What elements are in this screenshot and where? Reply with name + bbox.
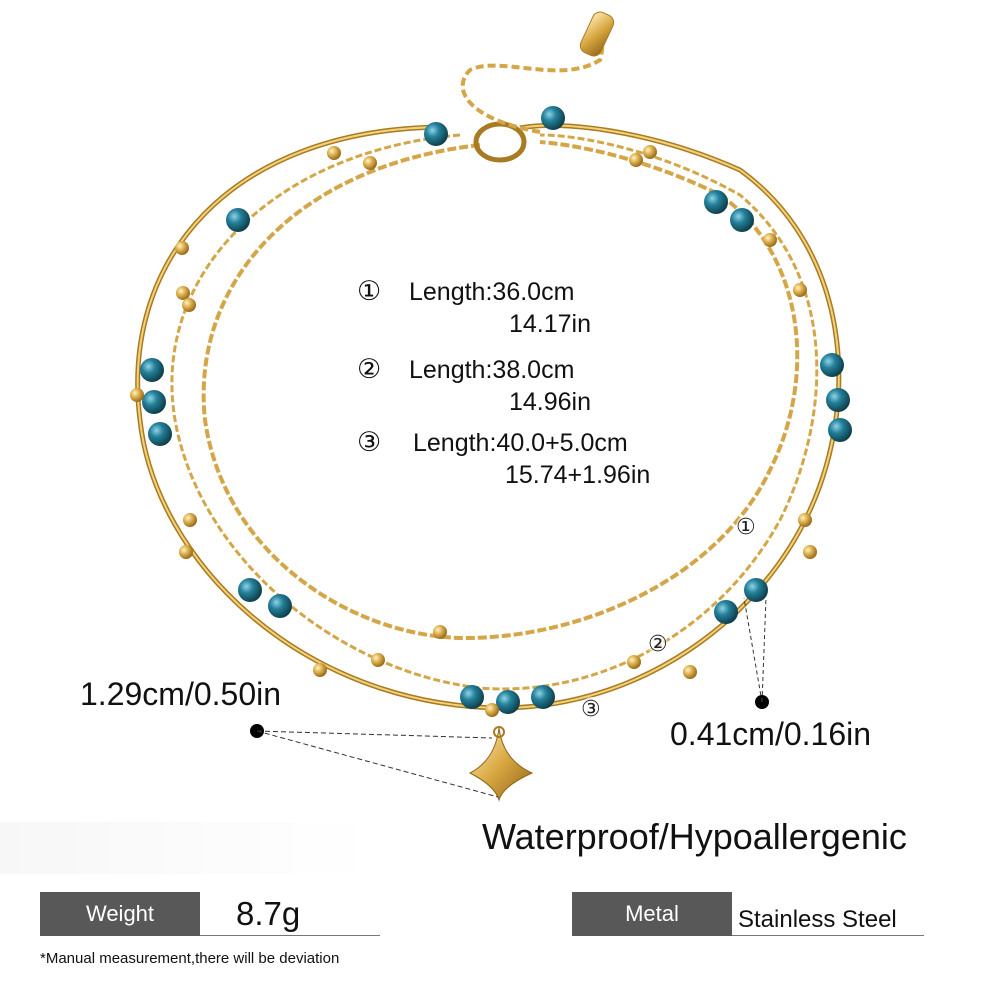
strand-marker-3: ③ xyxy=(581,697,601,722)
gold-bead xyxy=(363,156,377,170)
teal-bead xyxy=(424,122,448,146)
gold-bead xyxy=(371,653,385,667)
gold-bead xyxy=(327,146,341,160)
gold-bead xyxy=(803,545,817,559)
metal-underline xyxy=(732,935,924,936)
bead-guide-right xyxy=(761,597,767,703)
bead-guide-left xyxy=(743,597,763,703)
gold-bead xyxy=(485,703,499,717)
spec-marker-3: ③ xyxy=(357,427,382,458)
chain-end-tag xyxy=(579,11,615,57)
lobster-clasp xyxy=(473,121,527,163)
gold-bead xyxy=(183,513,197,527)
gold-bead xyxy=(175,241,189,255)
snake-chain-highlight xyxy=(136,124,840,710)
gold-bead xyxy=(683,665,697,679)
gold-bead xyxy=(793,283,807,297)
star-pendant xyxy=(468,727,534,802)
teal-bead xyxy=(460,685,484,709)
beaded-chain-strand xyxy=(170,133,819,691)
strand-marker-1: ① xyxy=(736,515,756,540)
gold-bead xyxy=(798,513,812,527)
teal-bead xyxy=(826,388,850,412)
gold-bead xyxy=(179,545,193,559)
gold-bead xyxy=(629,153,643,167)
teal-bead xyxy=(704,190,728,214)
gold-bead xyxy=(313,663,327,677)
spec-marker-1: ① xyxy=(357,276,382,307)
teal-bead xyxy=(140,358,164,382)
metal-label: Metal xyxy=(572,892,732,936)
gold-bead xyxy=(176,286,190,300)
teal-bead xyxy=(531,685,555,709)
teal-bead xyxy=(238,578,262,602)
spec-length-3-label: Length:40.0+5.0cm xyxy=(413,429,628,457)
spec-length-1-label: Length:36.0cm xyxy=(409,278,575,306)
weight-value: 8.7g xyxy=(236,895,301,932)
pendant-guide-bottom xyxy=(256,730,499,798)
weight-label: Weight xyxy=(40,892,200,936)
gold-bead xyxy=(763,233,777,247)
teal-bead xyxy=(828,418,852,442)
spec-length-1-inches: 14.17in xyxy=(509,310,592,338)
teal-bead xyxy=(226,208,250,232)
spec-marker-2: ② xyxy=(357,354,382,385)
teal-bead xyxy=(730,208,754,232)
spec-length-2-inches: 14.96in xyxy=(509,388,592,416)
background-band xyxy=(0,822,370,874)
gold-bead xyxy=(182,298,196,312)
footnote: *Manual measurement,there will be deviat… xyxy=(40,950,340,967)
pendant-size-label: 1.29cm/0.50in xyxy=(80,676,282,712)
gold-bead xyxy=(627,655,641,669)
gold-bead xyxy=(643,145,657,159)
weight-underline xyxy=(200,935,380,936)
metal-value: Stainless Steel xyxy=(738,906,897,933)
pendant-bail xyxy=(493,726,505,738)
lips-chain-strand xyxy=(201,140,800,641)
teal-bead xyxy=(714,600,738,624)
pendant-guide-top xyxy=(256,730,493,739)
teal-bead xyxy=(820,353,844,377)
teal-bead xyxy=(496,690,520,714)
bead-size-label: 0.41cm/0.16in xyxy=(670,716,872,752)
spec-length-2-label: Length:38.0cm xyxy=(409,356,575,384)
teal-bead xyxy=(744,578,768,602)
teal-bead xyxy=(541,106,565,130)
spec-length-3-inches: 15.74+1.96in xyxy=(505,461,651,489)
strand-marker-2: ② xyxy=(648,632,668,657)
teal-bead xyxy=(142,390,166,414)
gold-bead xyxy=(433,625,447,639)
tagline: Waterproof/Hypoallergenic xyxy=(482,816,907,857)
teal-bead xyxy=(268,594,292,618)
teal-bead xyxy=(148,422,172,446)
gold-bead xyxy=(130,388,144,402)
